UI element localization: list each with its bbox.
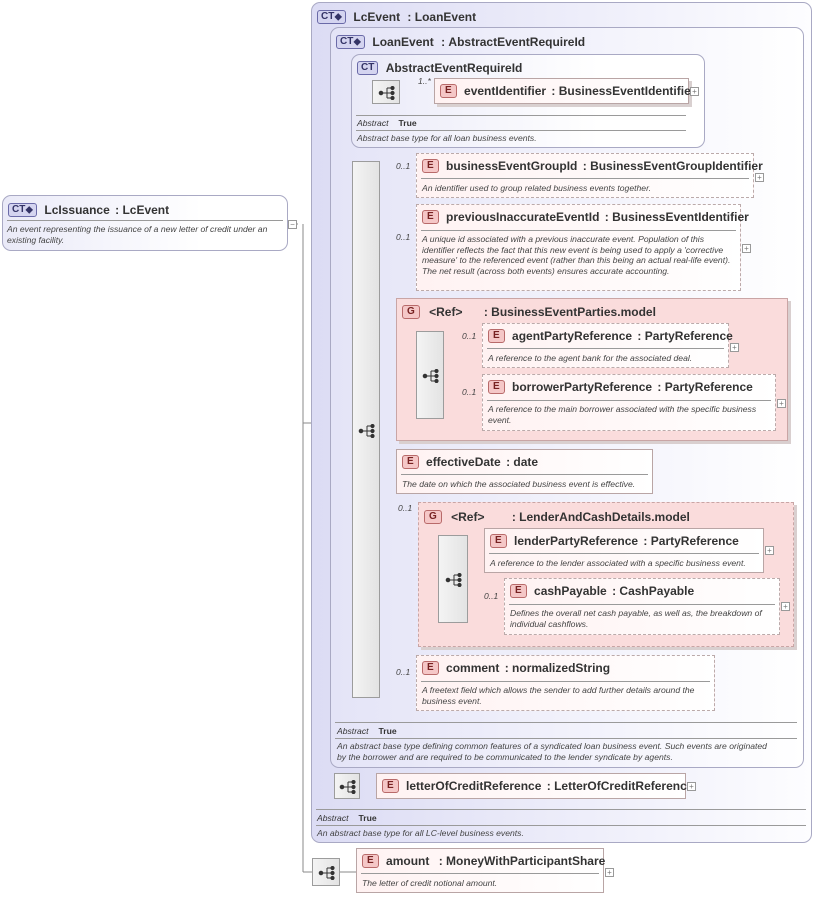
collapse-toggle[interactable]: − <box>288 220 297 229</box>
cardinality-label: 0..1 <box>396 161 411 171</box>
cardinality-label: 1..* <box>418 76 431 86</box>
abstracteventrequireid-title: CT AbstractEventRequireId <box>357 60 522 75</box>
element-icon: E <box>422 660 439 675</box>
element-icon: E <box>422 158 439 173</box>
sequence-icon <box>339 780 356 794</box>
lcevent-title: CT◆ LcEvent : LoanEvent <box>317 9 476 25</box>
sequence-icon <box>422 369 439 383</box>
element-effectivedate[interactable]: E effectiveDate : date The date on which… <box>396 449 653 494</box>
element-icon: E <box>488 379 505 394</box>
sequence-icon <box>318 866 335 880</box>
element-comment[interactable]: E comment : normalizedString A freetext … <box>416 655 715 711</box>
element-cashpayable[interactable]: E cashPayable : CashPayable Defines the … <box>504 578 780 635</box>
complex-type-icon: CT◆ <box>317 9 347 25</box>
sequence-compositor[interactable] <box>372 80 400 104</box>
cardinality-label: 0..1 <box>396 232 411 242</box>
cardinality-label: 0..1 <box>396 667 411 677</box>
cardinality-label: 0..1 <box>398 503 413 513</box>
abstracteventrequireid-description: Abstract base type for all loan business… <box>357 133 537 143</box>
loanevent-title: CT◆ LoanEvent : AbstractEventRequireId <box>336 34 585 50</box>
element-previousinaccurateeventid[interactable]: E previousInaccurateEventId : BusinessEv… <box>416 204 749 291</box>
lcissuance-description: An event representing the issuance of a … <box>7 224 268 245</box>
group-icon: G <box>402 304 420 319</box>
loanevent-description: An abstract base type defining common fe… <box>337 741 767 762</box>
expand-toggle[interactable]: + <box>755 173 764 182</box>
sequence-icon <box>445 573 462 587</box>
cardinality-label: 0..1 <box>484 591 499 601</box>
element-borrowerpartyreference[interactable]: E borrowerPartyReference : PartyReferenc… <box>482 374 776 431</box>
element-icon: E <box>382 778 399 793</box>
expand-toggle[interactable]: + <box>687 782 696 791</box>
element-eventidentifier[interactable]: E eventIdentifier : BusinessEventIdentif… <box>434 78 695 104</box>
root-sequence-compositor[interactable] <box>312 858 340 886</box>
element-letterofcreditreference[interactable]: E letterOfCreditReference : LetterOfCred… <box>376 773 693 799</box>
element-icon: E <box>402 454 419 469</box>
lcissuance-title: CT◆ LcIssuance : LcEvent <box>8 202 170 218</box>
expand-toggle[interactable]: + <box>690 87 699 96</box>
complex-type-icon: CT◆ <box>8 202 38 218</box>
element-icon: E <box>440 83 457 98</box>
sequence-icon <box>358 424 375 438</box>
element-icon: E <box>488 328 505 343</box>
lcissuance-type-box: CT◆ LcIssuance : LcEvent An event repres… <box>2 195 288 251</box>
expand-toggle[interactable]: + <box>742 244 751 253</box>
lcissuance-name: LcIssuance <box>44 202 110 217</box>
element-icon: E <box>490 533 507 548</box>
expand-toggle[interactable]: + <box>765 546 774 555</box>
sequence-icon <box>378 86 395 100</box>
expand-toggle[interactable]: + <box>781 602 790 611</box>
cardinality-label: 0..1 <box>462 387 477 397</box>
expand-toggle[interactable]: + <box>777 399 786 408</box>
lcevent-sequence-compositor[interactable] <box>334 773 360 799</box>
lcissuance-base-type: LcEvent <box>122 202 170 217</box>
expand-toggle[interactable]: + <box>730 343 739 352</box>
element-businesseventgroupid[interactable]: E businessEventGroupId : BusinessEventGr… <box>416 153 763 198</box>
main-sequence-compositor[interactable] <box>352 161 380 698</box>
parties-sequence-compositor[interactable] <box>416 331 444 419</box>
element-lenderpartyreference[interactable]: E lenderPartyReference : PartyReference … <box>484 528 764 573</box>
expand-toggle[interactable]: + <box>605 868 614 877</box>
lcevent-description: An abstract base type for all LC-level b… <box>317 828 524 838</box>
lendercash-sequence-compositor[interactable] <box>438 535 468 623</box>
element-amount[interactable]: E amount : MoneyWithParticipantShare The… <box>356 848 605 893</box>
cardinality-label: 0..1 <box>462 331 477 341</box>
complex-type-icon: CT◆ <box>336 34 366 50</box>
complex-type-icon: CT <box>357 60 379 75</box>
element-icon: E <box>422 209 439 224</box>
element-agentpartyreference[interactable]: E agentPartyReference : PartyReference A… <box>482 323 733 368</box>
element-icon: E <box>362 853 379 868</box>
group-icon: G <box>424 509 442 524</box>
element-icon: E <box>510 583 527 598</box>
